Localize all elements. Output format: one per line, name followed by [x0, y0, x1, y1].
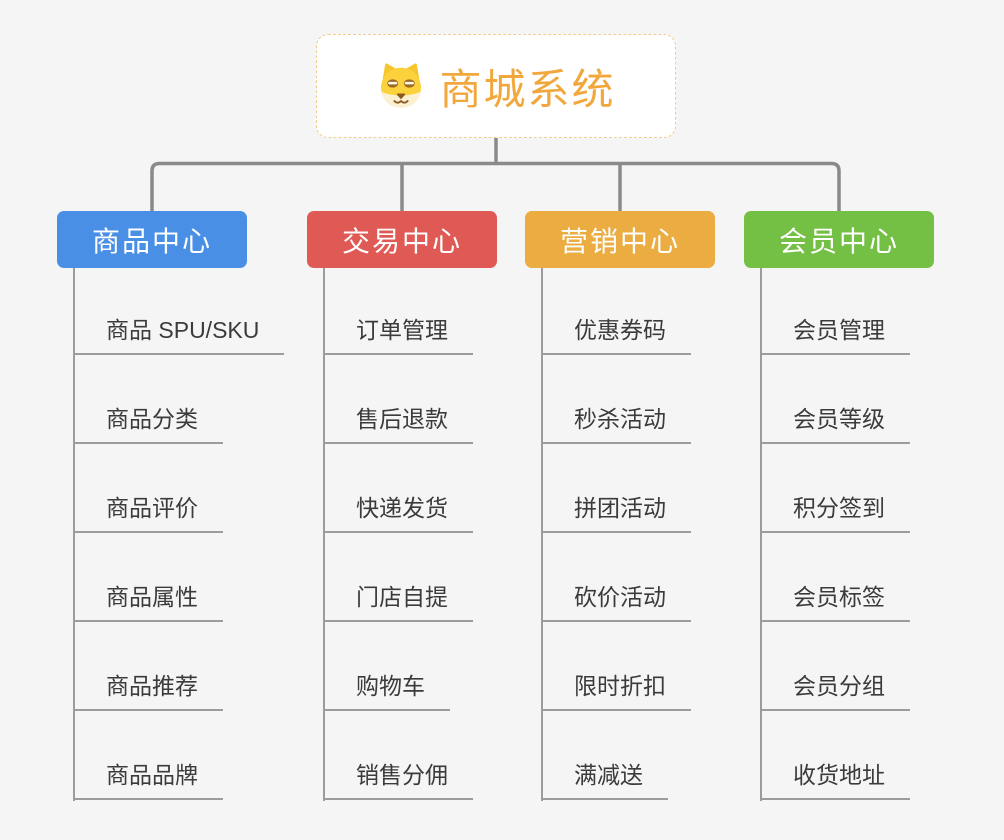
- dog-face-icon: [381, 63, 422, 108]
- child-label: 会员等级: [760, 404, 910, 444]
- branch-children-column: 商品 SPU/SKU 商品分类 商品评价 商品属性 商品推荐 商品品牌: [73, 268, 285, 801]
- child-node[interactable]: 会员等级: [760, 355, 910, 444]
- child-node[interactable]: 商品 SPU/SKU: [73, 268, 285, 355]
- child-label: 商品品牌: [73, 760, 223, 800]
- child-label: 商品分类: [73, 404, 223, 444]
- child-node[interactable]: 砍价活动: [541, 533, 691, 622]
- branch-node-product-center[interactable]: 商品中心: [57, 211, 247, 268]
- branch-node-trade-center[interactable]: 交易中心: [307, 211, 497, 268]
- root-title: 商城系统: [439, 65, 616, 113]
- child-label: 优惠券码: [541, 315, 691, 355]
- child-node[interactable]: 满减送: [541, 711, 691, 800]
- child-node[interactable]: 商品推荐: [73, 622, 284, 711]
- branch-label: 交易中心: [341, 225, 462, 257]
- child-label: 快递发货: [323, 493, 473, 533]
- child-label: 砍价活动: [541, 582, 691, 622]
- child-label: 购物车: [323, 671, 450, 711]
- child-node[interactable]: 销售分佣: [323, 711, 473, 800]
- child-node[interactable]: 秒杀活动: [541, 355, 691, 444]
- child-label: 拼团活动: [541, 493, 691, 533]
- child-label: 商品 SPU/SKU: [73, 315, 285, 355]
- child-node[interactable]: 限时折扣: [541, 622, 691, 711]
- child-node[interactable]: 商品属性: [73, 533, 284, 622]
- child-node[interactable]: 商品分类: [73, 355, 284, 444]
- child-label: 收货地址: [760, 760, 910, 800]
- child-node[interactable]: 会员标签: [760, 533, 910, 622]
- child-label: 售后退款: [323, 404, 473, 444]
- child-node[interactable]: 会员分组: [760, 622, 910, 711]
- child-node[interactable]: 订单管理: [323, 268, 473, 355]
- branch-label: 商品中心: [91, 225, 212, 257]
- child-label: 订单管理: [323, 315, 473, 355]
- child-label: 限时折扣: [541, 671, 691, 711]
- child-node[interactable]: 会员管理: [760, 268, 910, 355]
- connector-lines: [150, 138, 841, 212]
- child-node[interactable]: 商品品牌: [73, 711, 284, 800]
- branch-children-column: 会员管理 会员等级 积分签到 会员标签 会员分组 收货地址: [760, 268, 910, 801]
- child-node[interactable]: 拼团活动: [541, 444, 691, 533]
- child-label: 商品评价: [73, 493, 223, 533]
- branch-children-column: 优惠券码 秒杀活动 拼团活动 砍价活动 限时折扣 满减送: [541, 268, 691, 801]
- child-label: 门店自提: [323, 582, 473, 622]
- child-label: 销售分佣: [323, 760, 473, 800]
- child-node[interactable]: 门店自提: [323, 533, 473, 622]
- child-label: 积分签到: [760, 493, 910, 533]
- branch-connector-bar: [150, 161, 841, 212]
- child-node[interactable]: 快递发货: [323, 444, 473, 533]
- child-node[interactable]: 优惠券码: [541, 268, 691, 355]
- child-label: 秒杀活动: [541, 404, 691, 444]
- root-node[interactable]: 商城系统: [316, 34, 676, 138]
- child-node[interactable]: 收货地址: [760, 711, 910, 800]
- child-label: 会员分组: [760, 671, 910, 711]
- branch-label: 营销中心: [559, 225, 680, 257]
- branch-node-marketing-center[interactable]: 营销中心: [525, 211, 715, 268]
- child-node[interactable]: 商品评价: [73, 444, 284, 533]
- child-label: 商品属性: [73, 582, 223, 622]
- branch-children-column: 订单管理 售后退款 快递发货 门店自提 购物车 销售分佣: [323, 268, 473, 801]
- branch-label: 会员中心: [778, 225, 899, 257]
- child-label: 会员管理: [760, 315, 910, 355]
- child-label: 商品推荐: [73, 671, 223, 711]
- child-label: 满减送: [541, 760, 668, 800]
- child-node[interactable]: 购物车: [323, 622, 473, 711]
- child-node[interactable]: 售后退款: [323, 355, 473, 444]
- child-node[interactable]: 积分签到: [760, 444, 910, 533]
- child-label: 会员标签: [760, 582, 910, 622]
- branch-node-member-center[interactable]: 会员中心: [744, 211, 934, 268]
